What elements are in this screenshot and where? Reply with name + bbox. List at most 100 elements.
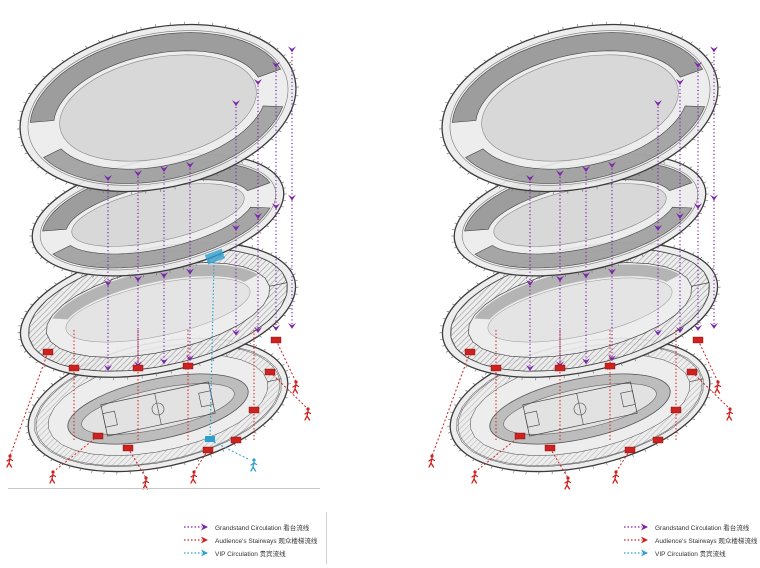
grandstand-arrow-icon — [160, 166, 168, 173]
grandstand-arrow-icon — [272, 324, 280, 331]
visitor-person-icon — [714, 380, 722, 394]
legend-label-stairways: Audience's Stairways 观众楼梯流线 — [215, 537, 318, 545]
grandstand-arrow-icon — [654, 329, 662, 336]
grandstand-arrow-icon — [288, 194, 296, 201]
grandstand-arrow-icon — [254, 327, 262, 333]
legend-divider — [326, 512, 327, 564]
grandstand-arrow-icon — [232, 329, 240, 336]
grandstand-arrow-icon — [556, 361, 564, 368]
grandstand-band — [474, 264, 681, 320]
grandstand-arrow-icon — [694, 61, 702, 68]
visitor-person-icon — [142, 476, 150, 490]
visitor-person-icon — [304, 407, 312, 421]
grandstand-band — [465, 105, 706, 184]
stairway-circulation-line — [193, 449, 209, 473]
grandstand-band — [52, 264, 259, 320]
visitor-person-icon — [471, 470, 479, 484]
stairway-circulation-line — [549, 447, 569, 479]
concourse-rooms — [28, 248, 288, 372]
vip-legend-arrow-icon — [183, 549, 209, 557]
stairway-circulation-line — [474, 435, 521, 473]
level-middle — [439, 239, 721, 381]
grandstand-arrow-icon — [710, 46, 718, 53]
stairway-circulation-line — [691, 371, 731, 410]
stairway-circulation-line — [52, 435, 99, 473]
stairway-circulation-line — [615, 449, 631, 473]
grandstand-legend-arrow-icon — [183, 523, 209, 531]
grandstand-arrow-icon — [186, 355, 194, 362]
stairway-circulation-line — [431, 351, 471, 457]
stairway-circulation-line — [127, 447, 147, 479]
legend-item-vip: VIP Circulation 贵宾流线 — [183, 546, 317, 559]
grandstand-arrow-icon — [694, 203, 702, 210]
grandstand-band — [43, 105, 284, 184]
circulation-lines — [6, 46, 312, 490]
grandstand-arrow-icon — [254, 213, 262, 219]
stairway-block — [652, 436, 664, 444]
grandstand-arrow-icon — [582, 272, 590, 279]
vip-lobby — [204, 248, 226, 265]
slab-inner-edge — [449, 30, 711, 186]
grandstand-arrow-icon — [608, 161, 616, 168]
slab-inner-edge — [27, 30, 289, 186]
stairway-circulation-line — [9, 351, 49, 457]
vip-person-icon — [250, 458, 258, 472]
visitor-person-icon — [49, 470, 57, 484]
visitor-person-icon — [190, 470, 198, 484]
legend-label-vip: VIP Circulation 贵宾流线 — [655, 550, 726, 558]
football-pitch — [522, 381, 638, 437]
grandstand-arrow-icon — [526, 280, 534, 286]
visitor-person-icon — [564, 476, 572, 490]
bowl-opening — [481, 54, 679, 162]
stairways-legend-arrow-icon — [623, 536, 649, 544]
grandstand-arrow-icon — [582, 166, 590, 173]
grandstand-arrow-icon — [104, 365, 112, 371]
grandstand-arrow-icon — [582, 358, 590, 365]
grandstand-arrow-icon — [654, 100, 662, 107]
grandstand-arrow-icon — [160, 358, 168, 365]
legend-label-vip: VIP Circulation 贵宾流线 — [215, 550, 286, 558]
grandstand-arrow-icon — [710, 194, 718, 201]
legend-left: Grandstand Circulation 看台流线 Audience's St… — [183, 520, 317, 559]
grandstand-arrow-icon — [556, 170, 564, 177]
grandstand-arrow-icon — [160, 272, 168, 279]
grandstand-band — [451, 32, 704, 123]
concourse-rooms — [450, 248, 710, 372]
stairways-legend-arrow-icon — [183, 536, 209, 544]
grandstand-arrow-icon — [186, 268, 194, 275]
legend-item-stairways: Audience's Stairways 观众楼梯流线 — [623, 533, 757, 546]
legend-item-stairways: Audience's Stairways 观众楼梯流线 — [183, 533, 317, 546]
legend-label-stairways: Audience's Stairways 观众楼梯流线 — [655, 537, 758, 545]
right-exploded-stadium — [428, 21, 734, 490]
grandstand-arrow-icon — [288, 46, 296, 53]
grandstand-arrow-icon — [232, 100, 240, 107]
grandstand-arrow-icon — [556, 275, 564, 282]
vip-entrance — [205, 436, 215, 442]
stairway-circulation-line — [269, 371, 309, 410]
grandstand-legend-arrow-icon — [623, 523, 649, 531]
grandstand-arrow-icon — [676, 79, 684, 85]
grandstand-arrow-icon — [134, 170, 142, 177]
legend-label-grandstand: Grandstand Circulation 看台流线 — [215, 524, 310, 532]
grandstand-arrow-icon — [526, 365, 534, 371]
grandstand-arrow-icon — [288, 322, 296, 329]
visitor-person-icon — [726, 407, 734, 421]
grandstand-band — [29, 32, 282, 123]
grandstand-arrow-icon — [134, 361, 142, 368]
legend-item-grandstand: Grandstand Circulation 看台流线 — [623, 520, 757, 533]
legend-item-vip: VIP Circulation 贵宾流线 — [623, 546, 757, 559]
visitor-person-icon — [292, 380, 300, 394]
visitor-person-icon — [428, 454, 436, 468]
level-roof — [17, 21, 299, 195]
grandstand-band — [52, 206, 271, 269]
visitor-person-icon — [612, 470, 620, 484]
grandstand-arrow-icon — [526, 175, 534, 181]
vip-legend-arrow-icon — [623, 549, 649, 557]
grandstand-arrow-icon — [104, 280, 112, 286]
grandstand-band — [474, 206, 693, 269]
grandstand-arrow-icon — [676, 213, 684, 219]
ground-line — [8, 488, 320, 489]
grandstand-arrow-icon — [272, 203, 280, 210]
grandstand-arrow-icon — [104, 175, 112, 181]
vip-circulation-line — [213, 441, 251, 461]
